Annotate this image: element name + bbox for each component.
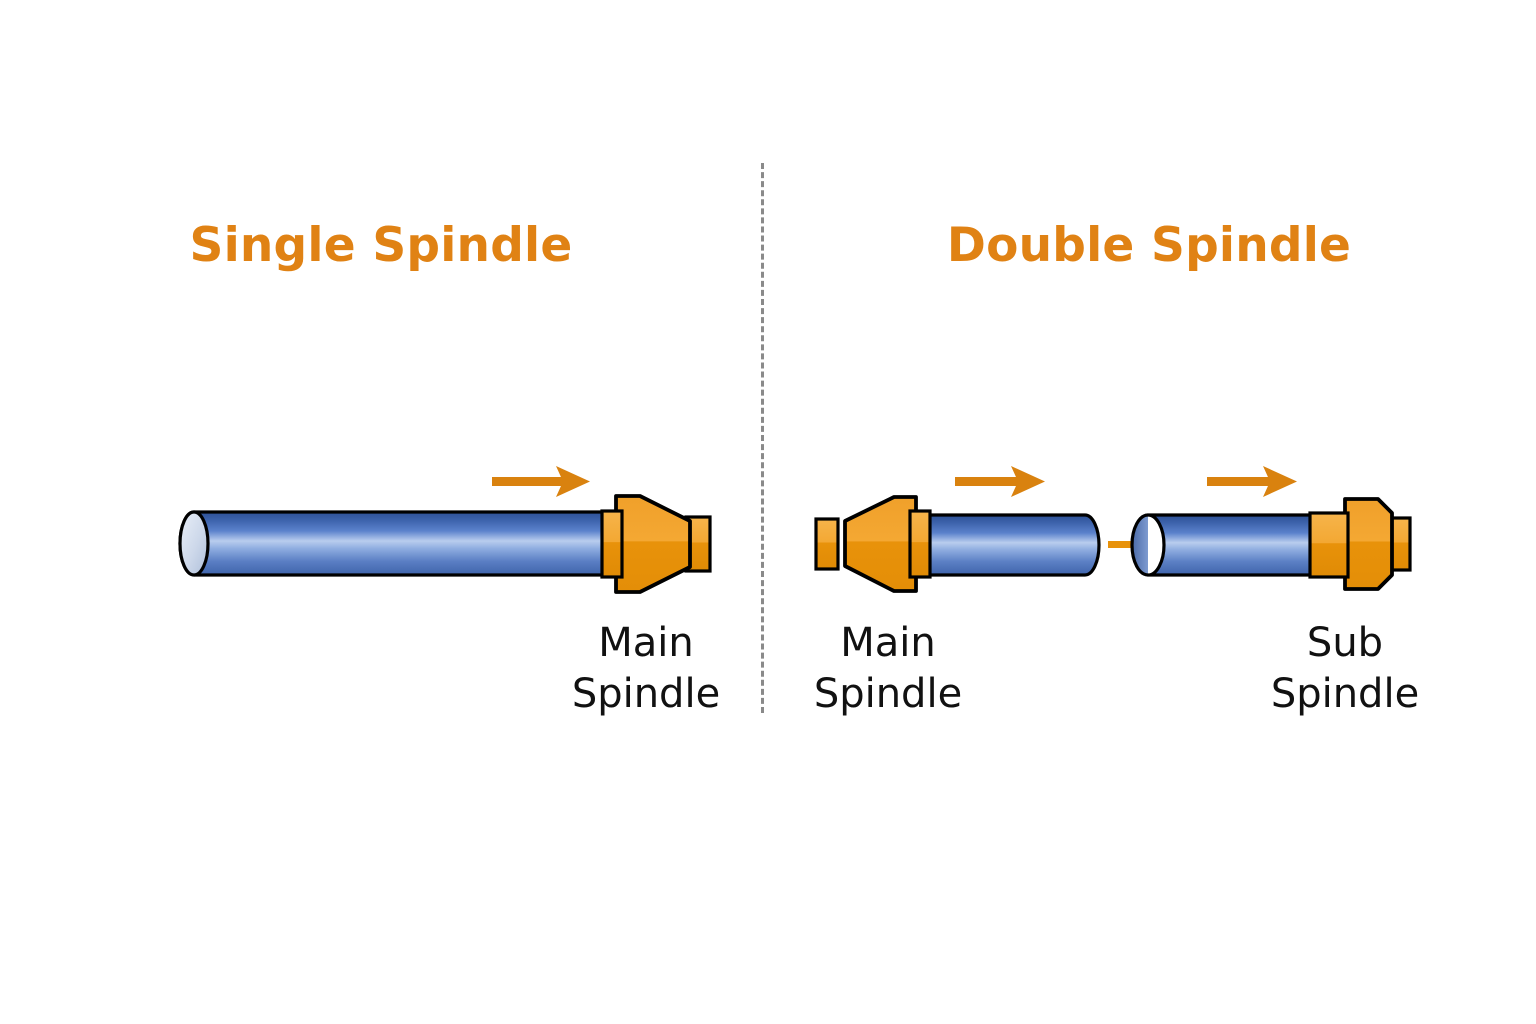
panel-title-double-spindle: Double Spindle [946,218,1352,273]
workpiece-transfer-connector [1108,541,1138,548]
bar-stock-double-sub [1130,513,1320,577]
bar-end-cap-double-sub [1130,513,1149,577]
panel-title-single-spindle: Single Spindle [189,218,573,273]
bar-stock-single [178,510,607,577]
single-spindle-assembly [178,466,712,594]
part-label-double-sub-spindle: Sub Spindle [1270,620,1420,718]
panel-divider-dashed-line [761,163,764,713]
part-label-double-main-spindle: Main Spindle [813,620,963,718]
double-spindle-main-assembly [814,466,1101,593]
chuck-single-main [600,494,712,594]
double-spindle-sub-assembly [1130,466,1412,591]
feed-arrow-single-main [492,466,590,497]
bar-end-cap-single [178,510,210,577]
bar-stock-double-main [918,513,1101,577]
chuck-double-sub [1308,497,1412,591]
feed-arrow-double-main [955,466,1045,497]
chuck-double-main [814,495,932,593]
part-label-single-main-spindle: Main Spindle [571,620,721,718]
feed-arrow-double-sub [1207,466,1297,497]
